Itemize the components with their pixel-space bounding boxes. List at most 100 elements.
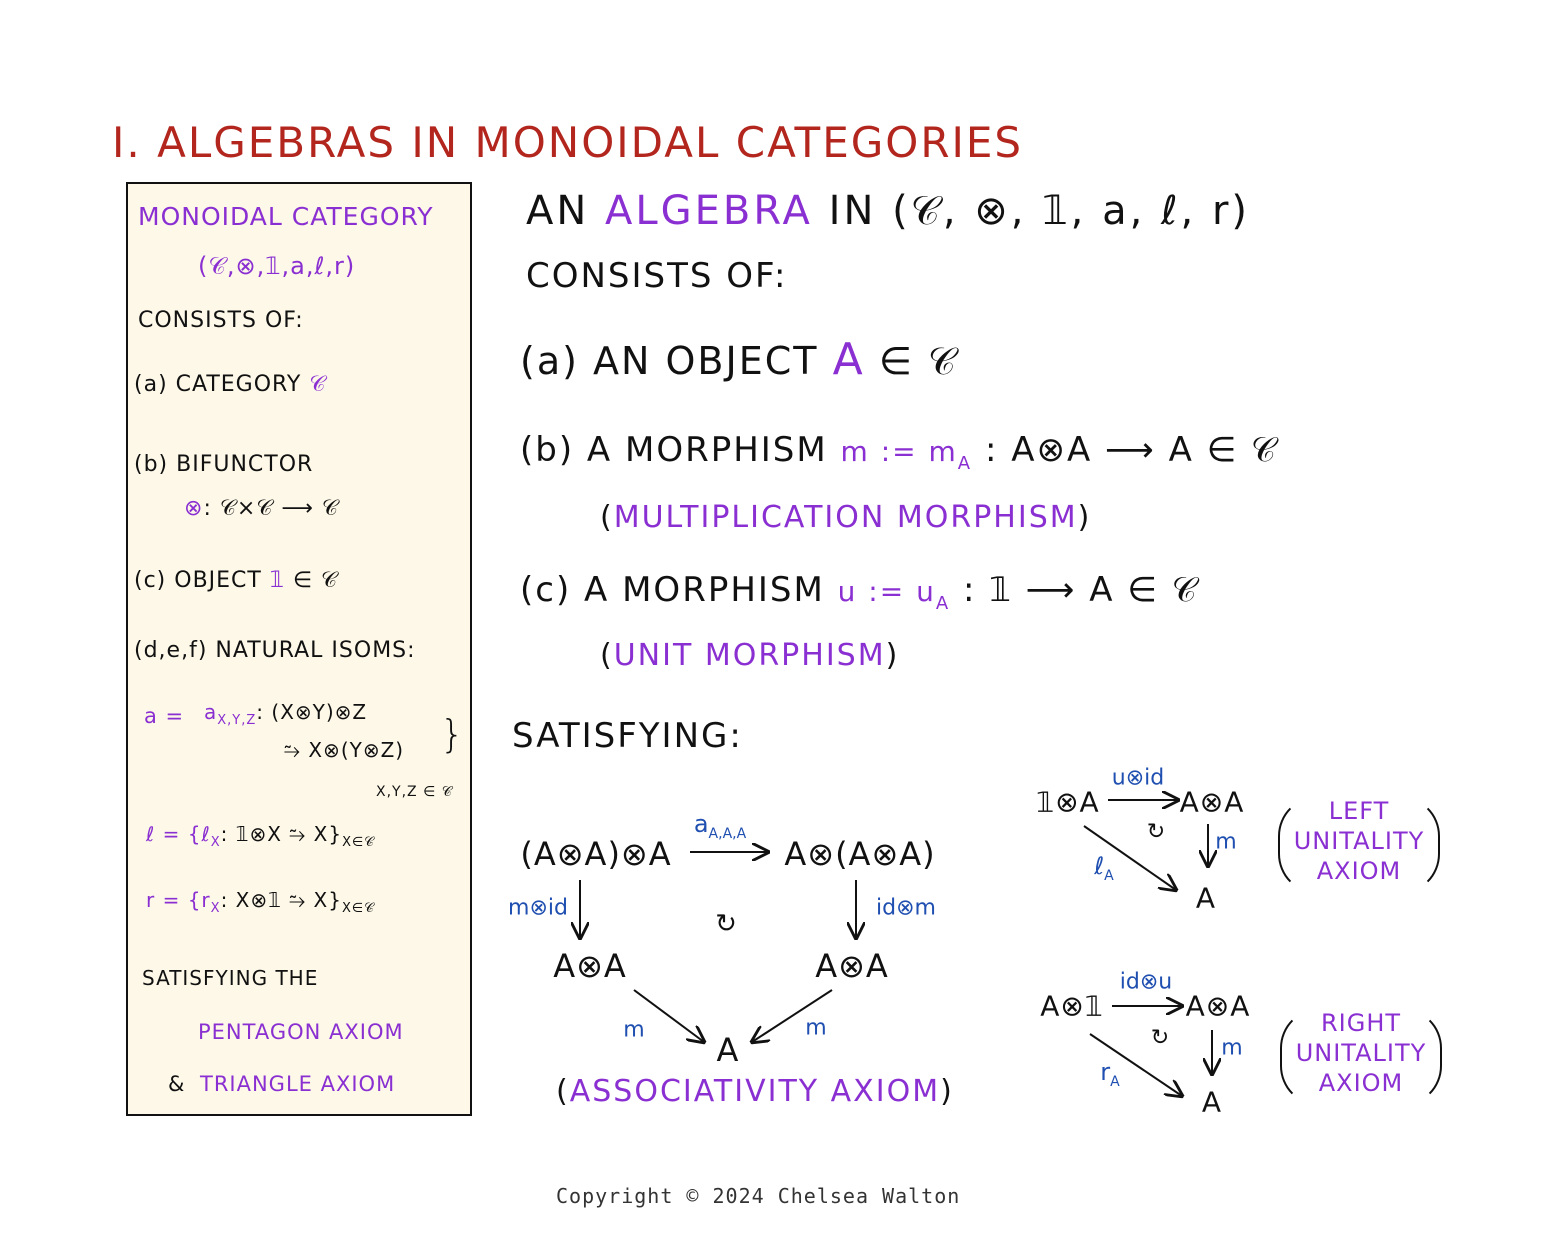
left-unitor-rest: : 𝟙⊗X ⥲ X} [220,822,343,846]
assoc-top-left: (A⊗A)⊗A [520,835,672,873]
triangle-axiom: TRIANGLE AXIOM [200,1072,396,1096]
assoc-caption-close: ) [940,1074,954,1109]
multiplication-symbol: m := m [840,435,958,468]
unit-symbol: u := u [837,575,936,608]
left-unit-top-label: u⊗id [1111,765,1165,791]
right-unitor-range: X∈𝒞 [341,901,375,916]
sidebar-heading: MONOIDAL CATEGORY [138,202,434,231]
main-item-b-label: (b) A MORPHISM [520,430,828,470]
associator-arrow-letter: a [693,810,709,839]
right-unitor-subscript: X [210,901,221,916]
main-consists: CONSISTS OF: [526,256,788,296]
left-caption-line-3: AXIOM [1316,857,1402,885]
assoc-mid-right: A⊗A [815,947,889,985]
associator-range: X,Y,Z ∈ 𝒞 [376,784,453,800]
sidebar-item-b-label: (b) BIFUNCTOR [134,452,314,477]
main-item-a: (a) AN OBJECT A ∈ 𝒞 [520,334,958,385]
left-caption-line-2: UNITALITY [1293,827,1425,855]
sidebar-item-a: (a) CATEGORY 𝒞 [134,372,326,397]
multiplication-morphism-name: MULTIPLICATION MORPHISM [613,500,1078,535]
assoc-left-diag-line [633,989,704,1042]
multiplication-signature: : A⊗A ⟶ A ∈ 𝒞 [984,430,1278,470]
main-item-c-label: (c) A MORPHISM [520,570,825,610]
assoc-bottom: A [716,1031,740,1069]
left-unit-caption-parens [1278,796,1440,894]
associator-component: a [204,700,218,724]
bifunctor-symbol: ⊗ [184,496,204,521]
associator-right-brace: } [440,712,466,756]
left-unitor-subscript: X [210,835,221,850]
associator-line2: ⥲ X⊗(Y⊗Z) [284,738,405,762]
right-unitor-arrow-sub: A [1110,1073,1120,1090]
left-unit-bottom: A [1195,881,1217,915]
left-unitor-arrow-sub: A [1104,867,1114,884]
right-unit-diag-line [1089,1033,1182,1096]
right-unitor-rest: : X⊗𝟙 ⥲ X} [220,888,342,912]
right-caption-line-3: AXIOM [1318,1069,1404,1097]
associator-subscript: X,Y,Z [217,713,257,728]
main-satisfying: SATISFYING: [512,716,743,756]
right-unit-source: A⊗𝟙 [1040,989,1104,1023]
algebra-intro: AN ALGEBRA IN (𝒞, ⊗, 𝟙, a, ℓ, r) [526,188,1250,234]
associator-lhs: a = [144,704,185,728]
unit-signature: : 𝟙 ⟶ A ∈ 𝒞 [962,570,1199,610]
right-unit-top-label: id⊗u [1119,969,1173,995]
right-unit-diag-label: rA [1100,1058,1119,1090]
assoc-top-right: A⊗(A⊗A) [784,835,936,873]
main-item-a-label: (a) AN OBJECT [520,339,819,383]
sidebar-item-c: (c) OBJECT 𝟙 ∈ 𝒞 [134,568,338,593]
left-unit-commute-icon: ↻ [1146,819,1166,845]
main-item-a-rest: ∈ 𝒞 [878,339,958,383]
right-unit-caption-parens [1280,1008,1442,1106]
sidebar-item-def: (d,e,f) NATURAL ISOMS: [134,638,416,663]
main-item-b: (b) A MORPHISM m := mA : A⊗A ⟶ A ∈ 𝒞 [520,430,1278,474]
right-unit-target: A⊗A [1185,989,1251,1023]
right-unitality-caption: RIGHT UNITALITY AXIOM [1280,1008,1442,1098]
assoc-top-label: aA,A,A [694,810,746,842]
left-unitor-lhs: ℓ = {ℓ [146,822,211,846]
assoc-caption-open: ( [556,1074,570,1109]
intro-algebra: ALGEBRA [605,188,813,234]
right-caption-line-2: UNITALITY [1295,1039,1427,1067]
left-unit-target: A⊗A [1179,785,1245,819]
left-unitality-caption: LEFT UNITALITY AXIOM [1278,796,1440,886]
sidebar-item-c-rest: ∈ 𝒞 [292,568,339,593]
page-title: I. ALGEBRAS IN MONOIDAL CATEGORIES [112,118,1024,167]
unit-caption: (UNIT MORPHISM) [600,638,899,673]
mult-paren-open: ( [600,500,614,535]
intro-in: IN [828,188,877,234]
unit-morphism-name: UNIT MORPHISM [613,638,886,673]
sidebar-consists: CONSISTS OF: [138,308,304,333]
sidebar-item-c-symbol: 𝟙 [269,568,285,593]
left-unitor-arrow-letter: ℓ [1094,852,1105,881]
right-caption-line-1: RIGHT [1320,1009,1402,1037]
assoc-right-label: id⊗m [876,895,936,921]
pentagon-axiom: PENTAGON AXIOM [198,1020,404,1044]
associator-line1: aX,Y,Z: (X⊗Y)⊗Z [204,700,367,728]
associator-source: : (X⊗Y)⊗Z [256,700,368,724]
left-unitor: ℓ = {ℓX: 𝟙⊗X ⥲ X}X∈𝒞 [146,822,375,850]
right-unitor-lhs: r = {r [146,888,211,912]
unit-paren-close: ) [885,638,900,673]
intro-an: AN [526,188,590,234]
associator-arrow-sub: A,A,A [708,825,747,842]
multiplication-subscript: A [957,452,973,474]
mult-paren-close: ) [1077,500,1092,535]
assoc-right-diag-label: m [805,1015,827,1041]
left-unitor-range: X∈𝒞 [342,835,375,850]
unit-paren-open: ( [600,638,614,673]
assoc-commute-icon: ↻ [715,909,737,939]
intro-tuple: (𝒞, ⊗, 𝟙, a, ℓ, r) [892,188,1251,234]
monoidal-category-box [126,182,472,1116]
left-unit-source: 𝟙⊗A [1036,785,1100,819]
associativity-caption: (ASSOCIATIVITY AXIOM) [556,1074,954,1109]
left-unit-down-label: m [1215,829,1237,855]
right-unit-bottom: A [1201,1085,1223,1119]
copyright-footer: Copyright © 2024 Chelsea Walton [556,1184,961,1208]
sidebar-satisfying: SATISFYING THE [142,966,319,990]
sidebar-item-a-symbol: 𝒞 [309,372,327,397]
multiplication-caption: (MULTIPLICATION MORPHISM) [600,500,1091,535]
right-unit-commute-icon: ↻ [1150,1025,1170,1051]
assoc-left-label: m⊗id [508,895,568,921]
bifunctor-signature: : 𝒞×𝒞 ⟶ 𝒞 [203,496,339,521]
